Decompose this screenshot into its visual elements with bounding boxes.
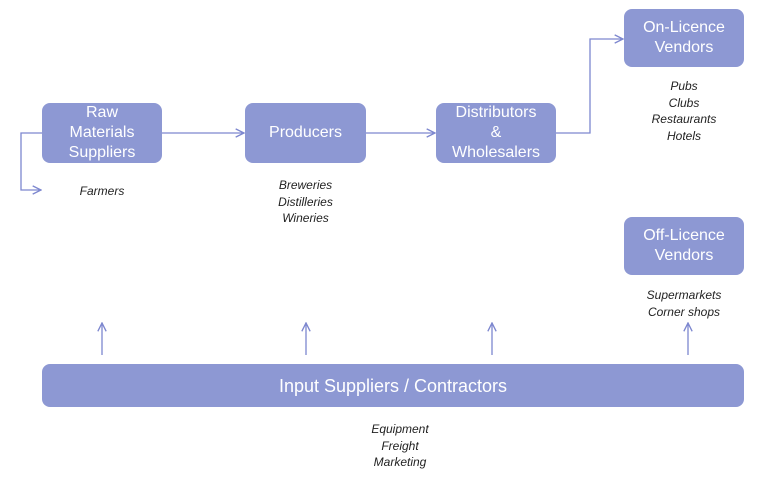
producers-node: Producers — [245, 103, 366, 163]
producers-caption: Breweries Distilleries Wineries — [278, 178, 333, 225]
off-licence-caption: Supermarkets Corner shops — [646, 288, 722, 319]
off-licence-vendors-label: Off-Licence Vendors — [643, 227, 725, 264]
distributors-wholesalers-label: Distributors & Wholesalers — [451, 104, 541, 161]
on-licence-vendors-label: On-Licence Vendors — [643, 19, 725, 56]
arrow-distributors-to-on-licence — [556, 39, 623, 134]
off-licence-vendors-node: Off-Licence Vendors — [624, 217, 744, 275]
arrow-raw-to-farmers — [20, 132, 42, 190]
distributors-wholesalers-node: Distributors & Wholesalers — [436, 103, 556, 163]
raw-materials-suppliers-node: Raw Materials Suppliers — [42, 103, 162, 163]
on-licence-caption: Pubs Clubs Restaurants Hotels — [651, 79, 717, 143]
input-suppliers-contractors-node: Input Suppliers / Contractors — [42, 364, 744, 407]
raw-materials-caption: Farmers — [79, 184, 125, 198]
producers-label: Producers — [269, 124, 342, 141]
input-suppliers-caption: Equipment Freight Marketing — [371, 422, 429, 469]
input-suppliers-contractors-label: Input Suppliers / Contractors — [278, 375, 508, 396]
on-licence-vendors-node: On-Licence Vendors — [624, 9, 744, 67]
raw-materials-suppliers-label: Raw Materials Suppliers — [68, 104, 136, 161]
